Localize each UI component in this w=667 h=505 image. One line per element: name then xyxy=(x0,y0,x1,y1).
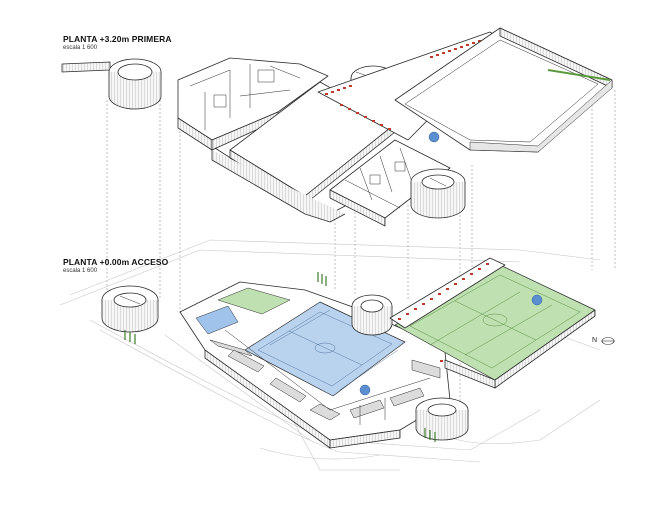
upper-round-tower-west xyxy=(108,58,162,110)
ground-level-plan xyxy=(101,257,596,449)
north-label: N xyxy=(592,337,598,344)
upper-level-plan xyxy=(61,27,613,227)
north-arrow-icon xyxy=(601,337,615,345)
ground-tribune xyxy=(389,257,506,329)
tree-icon xyxy=(124,272,436,442)
outdoor-court-lines xyxy=(409,274,581,369)
upper-marker xyxy=(428,131,440,143)
ground-rooms xyxy=(209,339,441,421)
ground-marker-indoor xyxy=(359,384,371,396)
upper-ramp xyxy=(469,79,613,153)
ground-marker-outdoor xyxy=(531,294,543,306)
ground-west-green-patio xyxy=(217,287,291,315)
ground-round-tower-center xyxy=(351,294,393,336)
site-context xyxy=(59,239,601,471)
ground-round-pavilion-west xyxy=(101,285,159,333)
seating-icon xyxy=(325,38,487,130)
ground-level-title: PLANTA +0.00m ACCESO xyxy=(63,257,169,267)
upper-round-tower-south xyxy=(410,168,466,219)
upper-bridge xyxy=(61,61,111,73)
upper-level-scale: escala 1 600 xyxy=(63,45,98,51)
ground-pool xyxy=(195,305,239,335)
upper-level-title: PLANTA +3.20m PRIMERA xyxy=(63,34,172,44)
ground-level-scale: escala 1 600 xyxy=(63,268,98,274)
indoor-court-lines xyxy=(257,309,399,391)
ground-round-tower-south xyxy=(415,397,469,441)
projection-lines xyxy=(106,85,616,405)
